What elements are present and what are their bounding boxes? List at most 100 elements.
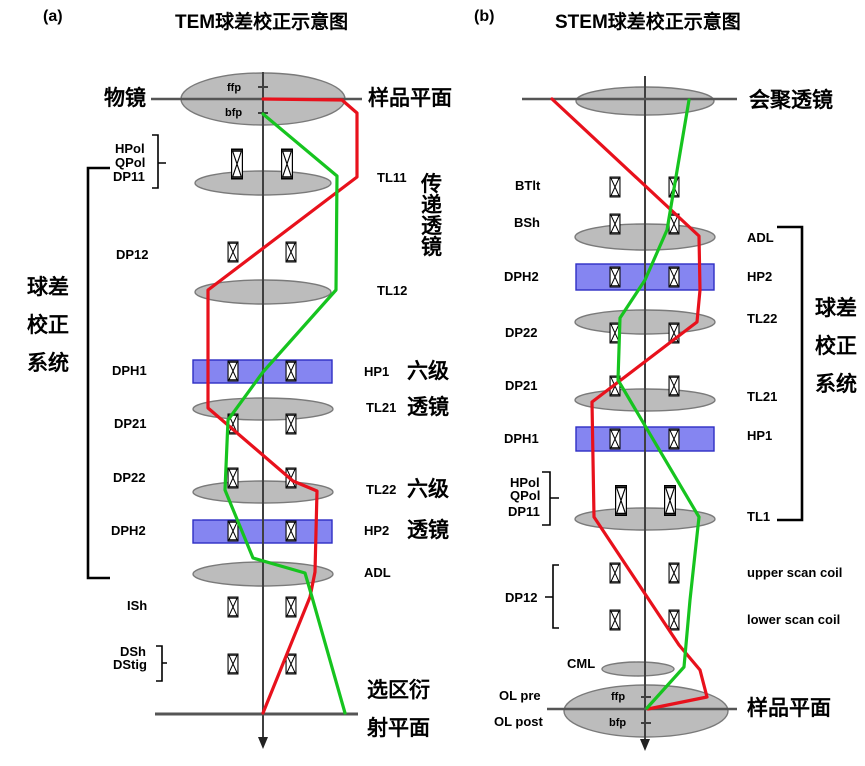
tl12-label: TL12 — [377, 283, 408, 298]
stem-beam-green — [616, 98, 701, 710]
hpol-label-a: HPol — [115, 141, 145, 156]
hexapole-lower-label1: 六级 — [407, 478, 449, 501]
dsh-label-a: DSh — [120, 644, 146, 659]
deflector-icon — [227, 520, 239, 542]
tl21-label-a: TL21 — [366, 400, 397, 415]
panel-b-tag: (b) — [474, 8, 495, 25]
adl-label-b: ADL — [747, 230, 774, 245]
btlt-label: BTlt — [515, 178, 541, 193]
dph1-label-b: DPH1 — [504, 431, 539, 446]
dstig-label-a: DStig — [113, 657, 147, 672]
dp12-label-b: DP12 — [505, 590, 538, 605]
tem-beam-red — [206, 97, 359, 715]
deflector-icon — [609, 176, 621, 198]
dph2-label-a: DPH2 — [111, 523, 146, 538]
deflector-icon — [227, 596, 239, 618]
corrector-bracket — [777, 225, 804, 522]
qpol-label-a: QPol — [115, 155, 146, 170]
panel-a-tag: (a) — [43, 8, 63, 25]
corrector-system-label-a: 球差 校正 系统 — [27, 276, 69, 375]
tem-beam-green — [223, 112, 347, 715]
dph2-label-b: DPH2 — [504, 269, 539, 284]
dp21-label-b: DP21 — [505, 378, 538, 393]
dp11-label-a: DP11 — [113, 169, 145, 184]
tl1-label: TL1 — [747, 509, 771, 524]
bfp-label-a: bfp — [225, 107, 243, 119]
deflector-icon — [231, 148, 243, 180]
deflector-icon — [668, 562, 680, 584]
ffp-label-a: ffp — [227, 82, 242, 94]
axis-arrowhead — [258, 737, 268, 749]
stem-lenses — [563, 86, 729, 738]
deflector-icon — [609, 213, 621, 235]
tl11-label: TL11 — [377, 170, 407, 185]
deflector-icon — [664, 485, 676, 516]
axis-arrowhead — [640, 739, 650, 751]
stem-brackets — [542, 225, 804, 629]
deflector-icon — [285, 413, 297, 435]
adl-label-a: ADL — [364, 565, 391, 580]
tl21-label-b: TL21 — [747, 389, 778, 404]
ol-post-label: OL post — [494, 714, 543, 729]
dph1-label-a: DPH1 — [112, 363, 147, 378]
hpol-label-b: HPol — [510, 475, 540, 490]
deflector-icon — [285, 653, 297, 675]
transfer-lens-label: 传 递 透 镜 — [421, 173, 442, 259]
lower-scan-coil-label: lower scan coil — [747, 612, 841, 627]
deflector-icon — [609, 609, 621, 631]
panel-b-title: STEM球差校正示意图 — [555, 12, 741, 33]
hp2-label-b: HP2 — [747, 269, 773, 284]
deflector-icon — [227, 360, 239, 382]
deflector-icon — [668, 375, 680, 397]
upper-scan-coil-label: upper scan coil — [747, 565, 843, 580]
deflector-icon — [281, 148, 293, 180]
cml-label: CML — [567, 656, 596, 671]
dp21-label-a: DP21 — [114, 416, 147, 431]
deflector-icon — [285, 520, 297, 542]
hexapole-lower-label2: 透镜 — [407, 519, 449, 542]
dsh-bracket — [156, 645, 167, 682]
deflector-icon — [609, 428, 621, 450]
deflector-icon — [668, 609, 680, 631]
condenser-label: 会聚透镜 — [749, 89, 833, 112]
deflector-icon — [227, 467, 239, 489]
hp1-label-b: HP1 — [747, 428, 773, 443]
deflector-icon — [285, 596, 297, 618]
cml-lens — [601, 661, 675, 677]
deflector-icon — [609, 562, 621, 584]
sample-plane-label-a: 样品平面 — [368, 87, 452, 110]
tl22-label-b: TL22 — [747, 311, 778, 326]
dp12-bracket — [545, 564, 559, 629]
diffraction-plane-label: 选区衍 射平面 — [367, 679, 430, 740]
dp12-label-a: DP12 — [116, 247, 149, 262]
deflector-icon — [668, 428, 680, 450]
sample-plane-label-b: 样品平面 — [747, 697, 831, 720]
dp11-label-b: DP11 — [508, 504, 540, 519]
tem-brackets — [86, 134, 167, 682]
deflector-icon — [668, 266, 680, 288]
deflector-icon — [285, 360, 297, 382]
objective-label: 物镜 — [104, 87, 146, 110]
ish-label-a: ISh — [127, 598, 148, 613]
tl22-label-a: TL22 — [366, 482, 397, 497]
ol-pre-label: OL pre — [499, 688, 541, 703]
deflector-icon — [227, 241, 239, 263]
hpol-bracket — [542, 471, 559, 526]
bsh-label: BSh — [514, 215, 540, 230]
hexapole-upper-label2: 透镜 — [407, 396, 449, 419]
dp22-label-b: DP22 — [505, 325, 538, 340]
corrector-bracket — [86, 166, 110, 580]
dp22-label-a: DP22 — [113, 470, 146, 485]
hpol-bracket — [152, 134, 166, 189]
hp2-label-a: HP2 — [364, 523, 390, 538]
deflector-icon — [615, 485, 627, 516]
hexapole-upper-label1: 六级 — [407, 360, 449, 383]
hp1-label-a: HP1 — [364, 364, 390, 379]
qpol-label-b: QPol — [510, 488, 541, 503]
ffp-label-b: ffp — [611, 691, 626, 703]
corrector-system-label-b: 球差 校正 系统 — [815, 297, 857, 396]
tem-axis-planes — [151, 72, 362, 738]
deflector-icon — [285, 241, 297, 263]
